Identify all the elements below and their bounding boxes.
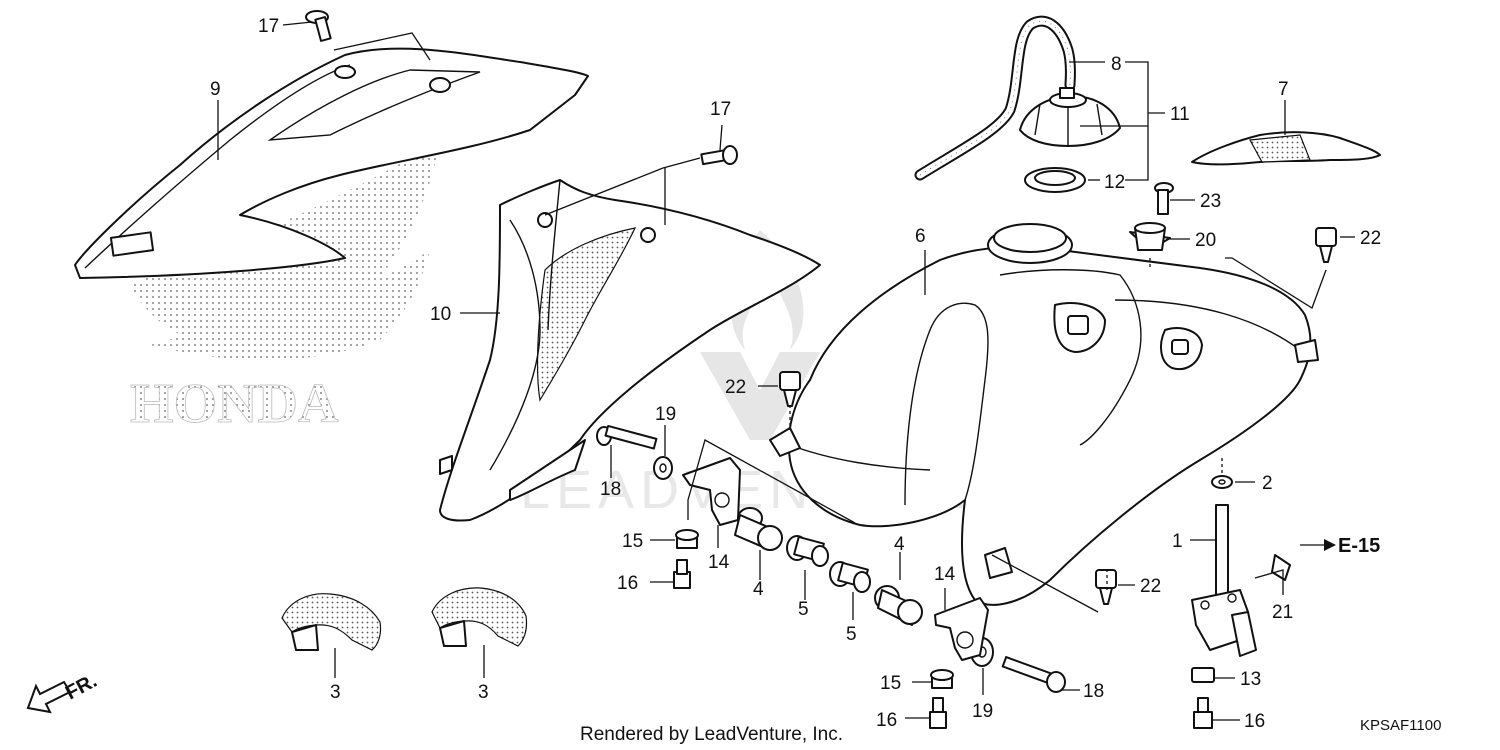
bushing-part-4-lower xyxy=(874,585,923,626)
gasket-part-12 xyxy=(1024,167,1086,193)
front-direction-arrow: FR. xyxy=(26,670,101,714)
callout-16-upper: 16 xyxy=(617,573,638,594)
bolt-part-16-c xyxy=(1193,697,1213,729)
bolt-part-17-upper xyxy=(305,10,332,42)
callout-3-left: 3 xyxy=(330,682,341,703)
callout-18-lower: 18 xyxy=(1083,681,1104,702)
collar-part-15-upper xyxy=(675,529,699,549)
bushing-part-4-upper xyxy=(734,507,783,551)
bolt-part-17-lower xyxy=(700,145,738,166)
callout-labels: 17 9 17 10 8 11 12 7 23 20 6 22 22 19 18… xyxy=(210,16,1381,732)
clip-part-22-right xyxy=(1315,227,1337,263)
callout-13: 13 xyxy=(1240,669,1261,690)
mount-rubber-part-20 xyxy=(1134,222,1166,251)
rendered-by-credit: Rendered by LeadVenture, Inc. xyxy=(580,724,843,745)
callout-16-lower: 16 xyxy=(876,710,897,731)
callout-5-lower: 5 xyxy=(846,624,857,645)
breather-hose-part-8 xyxy=(914,15,1076,181)
callout-22-center: 22 xyxy=(725,377,746,398)
direction-label: FR. xyxy=(62,670,101,705)
callout-15-lower: 15 xyxy=(880,673,901,694)
callout-9: 9 xyxy=(210,79,221,100)
bolt-part-18-left xyxy=(596,424,658,450)
callout-20: 20 xyxy=(1195,230,1216,251)
callout-14-upper: 14 xyxy=(708,552,730,573)
callout-18-upper: 18 xyxy=(600,479,621,500)
callout-19-upper: 19 xyxy=(655,404,676,425)
callout-12: 12 xyxy=(1104,172,1125,193)
callout-1: 1 xyxy=(1172,531,1183,552)
collar-part-5-upper xyxy=(786,535,829,567)
collar-part-5-lower xyxy=(829,561,871,593)
honda-decal-text: HONDA xyxy=(130,373,339,435)
clip-part-21 xyxy=(1271,554,1291,581)
bolt-part-16-b xyxy=(929,697,947,729)
clip-part-22-center xyxy=(779,371,801,407)
shroud-side-part-10 xyxy=(439,179,821,522)
bolt-part-18-right xyxy=(1001,656,1066,693)
callout-10: 10 xyxy=(430,304,451,325)
fuel-tank-part-6 xyxy=(769,223,1319,606)
callout-23: 23 xyxy=(1200,191,1221,212)
callout-14-lower: 14 xyxy=(934,564,956,585)
callout-3-right: 3 xyxy=(478,682,489,703)
heat-guard-part-3-left xyxy=(281,593,382,651)
callout-17-upper: 17 xyxy=(258,16,279,37)
reference-label: E-15 xyxy=(1338,535,1380,557)
reference-arrow-e15: E-15 xyxy=(1300,535,1380,557)
bracket-part-14-left xyxy=(682,457,741,526)
tank-band-part-7 xyxy=(1191,131,1381,166)
callout-4-lower: 4 xyxy=(894,534,905,555)
callout-19-lower: 19 xyxy=(972,701,993,722)
callout-4-upper: 4 xyxy=(753,579,764,600)
callout-2: 2 xyxy=(1262,473,1273,494)
diagram-code: KPSAF1100 xyxy=(1360,717,1441,734)
bolt-part-23 xyxy=(1154,182,1174,215)
callout-11: 11 xyxy=(1170,104,1190,125)
fuel-cap-part-11 xyxy=(1019,87,1121,147)
callout-5-upper: 5 xyxy=(798,599,809,620)
shroud-upper-part-9 xyxy=(74,47,589,279)
bolt-part-16-a xyxy=(673,559,691,589)
callout-16-valve: 16 xyxy=(1244,711,1265,732)
clip-part-22-lower xyxy=(1095,569,1117,605)
collar-part-15-lower xyxy=(930,669,954,689)
callout-6: 6 xyxy=(915,226,926,247)
bracket-part-14-right xyxy=(934,597,989,661)
callout-15-upper: 15 xyxy=(622,531,643,552)
callout-17-lower: 17 xyxy=(710,99,731,120)
callout-22-right: 22 xyxy=(1360,228,1381,249)
nut-part-13 xyxy=(1191,667,1215,683)
fuel-valve-part-1 xyxy=(1191,504,1257,657)
leader-lines xyxy=(217,21,1355,721)
callout-8: 8 xyxy=(1111,54,1122,75)
washer-part-19-left xyxy=(653,456,673,480)
washer-part-2 xyxy=(1211,475,1233,489)
heat-guard-part-3-right xyxy=(431,587,528,647)
callout-21: 21 xyxy=(1272,602,1293,623)
callout-7: 7 xyxy=(1278,79,1289,100)
callout-22-lower: 22 xyxy=(1140,576,1161,597)
